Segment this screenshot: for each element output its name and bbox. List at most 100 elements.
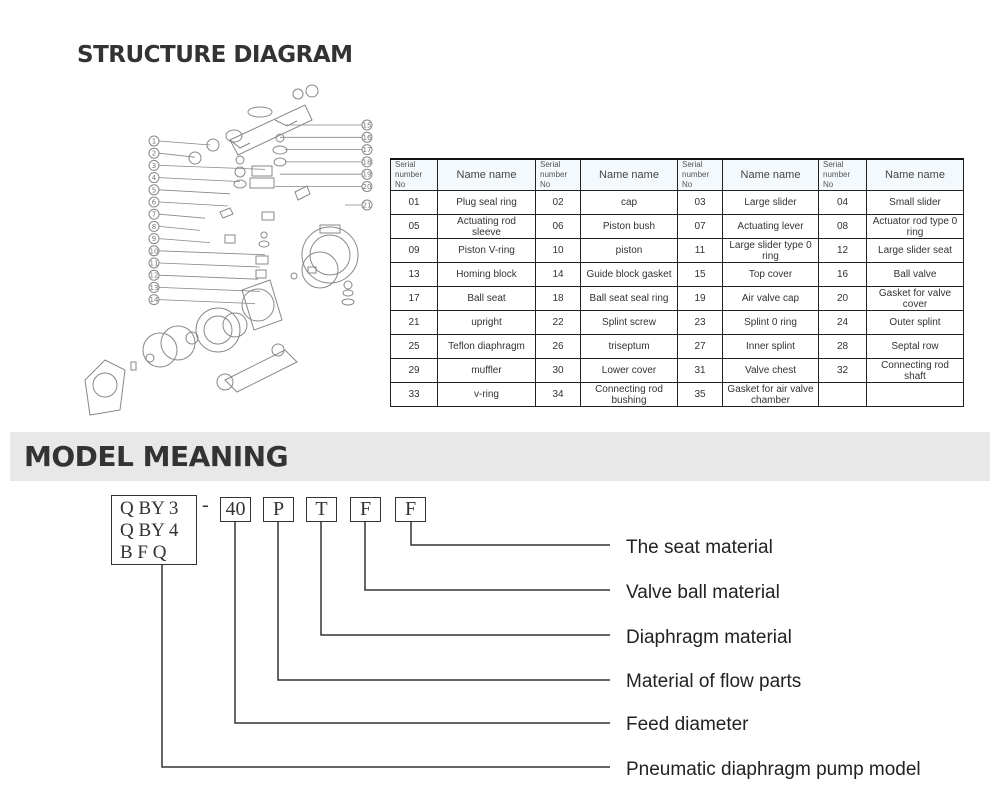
callout-number: 18 <box>363 158 372 166</box>
serial-cell: 01 <box>390 190 438 215</box>
serial-cell: 32 <box>818 358 867 383</box>
model-meaning-band <box>10 432 990 481</box>
callout-circle <box>148 147 160 159</box>
callout-circle <box>361 181 373 192</box>
part-name-cell: v-ring <box>437 382 536 407</box>
meaning-label: Pneumatic diaphragm pump model <box>626 759 921 780</box>
part-name-cell <box>866 382 964 407</box>
model-series-box: Q BY 3 Q BY 4 B F Q <box>111 495 197 565</box>
code-feed-diameter: 40 <box>220 497 251 522</box>
callout-circle <box>361 131 373 143</box>
series-line: Q BY 4 <box>120 520 179 541</box>
callout-circle <box>148 220 160 232</box>
serial-cell: 30 <box>535 358 581 383</box>
part-name-cell: Large slider <box>722 190 819 215</box>
serial-cell: 09 <box>390 238 438 263</box>
serial-cell: 14 <box>535 262 581 287</box>
callout-number: 19 <box>363 171 372 179</box>
callout-circle <box>361 199 373 211</box>
meaning-label: The seat material <box>626 537 773 558</box>
callout-number: 9 <box>152 235 156 243</box>
part-name-cell: Plug seal ring <box>437 190 536 215</box>
callout-number: 10 <box>150 247 159 255</box>
serial-cell: 10 <box>535 238 581 263</box>
code-seat: F <box>395 497 426 522</box>
callout-number: 17 <box>363 146 372 154</box>
callout-circle <box>148 172 160 184</box>
name-header: Name name <box>866 158 964 191</box>
callout-number: 8 <box>152 223 156 231</box>
part-name-cell: muffler <box>437 358 536 383</box>
leader-line-model <box>161 565 610 768</box>
serial-cell: 16 <box>818 262 867 287</box>
part-name-cell: Guide block gasket <box>580 262 678 287</box>
callout-number: 21 <box>363 202 372 210</box>
structure-diagram-title: STRUCTURE DIAGRAM <box>77 42 353 68</box>
part-name-cell: Gasket for air valve chamber <box>722 382 819 407</box>
callout-number: 16 <box>363 134 372 142</box>
leader-line-diaphragm <box>320 520 610 636</box>
callout-number: 3 <box>152 162 156 170</box>
leader-line-flow <box>277 520 610 681</box>
serial-cell <box>818 382 867 407</box>
serial-cell: 34 <box>535 382 581 407</box>
name-header: Name name <box>722 158 819 191</box>
serial-cell: 17 <box>390 286 438 311</box>
dash: - <box>202 494 209 516</box>
callout-circle <box>361 119 373 131</box>
callout-number: 11 <box>150 260 159 268</box>
callout-number: 12 <box>150 272 159 280</box>
model-meaning-title: MODEL MEANING <box>24 440 289 473</box>
serial-header: Serial number No <box>818 158 867 191</box>
meaning-label: Valve ball material <box>626 582 780 603</box>
callout-circle <box>148 208 160 220</box>
serial-header: Serial number No <box>390 158 438 191</box>
callout-circle <box>148 196 160 208</box>
leader-line-ball <box>364 520 610 591</box>
callout-circle <box>148 135 160 147</box>
part-name-cell: Gasket for valve cover <box>866 286 964 311</box>
meaning-label: Material of flow parts <box>626 671 802 692</box>
callout-number: 4 <box>152 174 157 182</box>
part-name-cell: Connecting rod bushing <box>580 382 678 407</box>
code-flow-material: P <box>263 497 294 522</box>
leader-line-seat <box>410 520 610 546</box>
part-name-cell: Ball seat <box>437 286 536 311</box>
part-name-cell: Actuating lever <box>722 214 819 239</box>
callout-circle <box>361 168 373 180</box>
code-ball: F <box>350 497 381 522</box>
serial-cell: 25 <box>390 334 438 359</box>
callout-number: 7 <box>152 211 156 219</box>
callout-circle <box>148 159 160 171</box>
serial-cell: 19 <box>677 286 723 311</box>
meaning-label: Feed diameter <box>626 714 749 735</box>
serial-cell: 27 <box>677 334 723 359</box>
serial-cell: 12 <box>818 238 867 263</box>
meaning-label: Diaphragm material <box>626 627 792 648</box>
part-name-cell: Ball valve <box>866 262 964 287</box>
serial-cell: 21 <box>390 310 438 335</box>
serial-header: Serial number No <box>677 158 723 191</box>
callout-circle <box>148 281 160 293</box>
serial-cell: 05 <box>390 214 438 239</box>
callout-number: 2 <box>152 150 156 158</box>
serial-cell: 33 <box>390 382 438 407</box>
part-name-cell: Large slider type 0 ring <box>722 238 819 263</box>
part-name-cell: piston <box>580 238 678 263</box>
serial-cell: 29 <box>390 358 438 383</box>
callout-circle <box>148 233 160 245</box>
code-diaphragm: T <box>306 497 337 522</box>
callout-number: 1 <box>152 138 156 146</box>
callout-circle <box>148 184 160 196</box>
part-name-cell: Connecting rod shaft <box>866 358 964 383</box>
callout-number: 15 <box>363 122 372 130</box>
callout-number: 14 <box>150 296 159 304</box>
